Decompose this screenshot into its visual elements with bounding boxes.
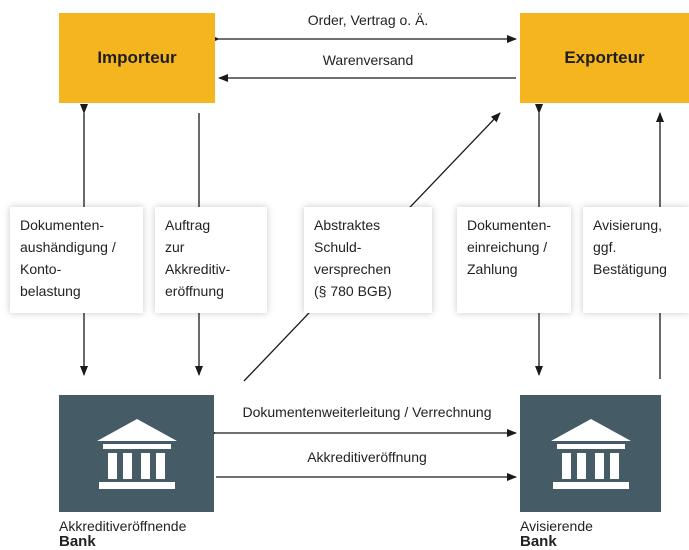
box-abstract-promise: Abstraktes Schuld- versprechen (§ 780 BG… <box>304 207 432 313</box>
issuing-bank-box <box>59 395 214 512</box>
shipment-label: Warenversand <box>322 52 414 68</box>
issuing-bank-role: Akkreditiveröffnende <box>59 518 187 534</box>
box-advising: Avisierung, ggf. Bestätigung <box>583 207 689 313</box>
advising-bank-box <box>520 395 661 512</box>
credit-opening-label: Akkreditiveröffnung <box>307 449 427 465</box>
bank-building-icon <box>550 418 631 489</box>
document-forwarding-label: Dokumentenweiterleitung / Verrechnung <box>242 404 492 420</box>
box-document-submission: Dokumenten- einreichung / Zahlung <box>457 207 571 313</box>
bank-building-icon <box>96 418 177 489</box>
issuing-bank-caption: Akkreditiveröffnende Bank <box>59 518 187 550</box>
box-credit-order: Auftrag zur Akkreditiv- eröffnung <box>155 207 267 313</box>
advising-bank-caption: Avisierende Bank <box>520 518 593 550</box>
box-document-handover: Dokumenten- aushändigung / Konto- belast… <box>10 207 143 313</box>
advising-bank-role: Avisierende <box>520 518 593 534</box>
issuing-bank-name: Bank <box>59 533 96 550</box>
order-label: Order, Vertrag o. Ä. <box>307 12 429 28</box>
exporter-box: Exporteur <box>520 13 689 103</box>
advising-bank-name: Bank <box>520 533 557 550</box>
importer-box: Importeur <box>59 13 215 103</box>
